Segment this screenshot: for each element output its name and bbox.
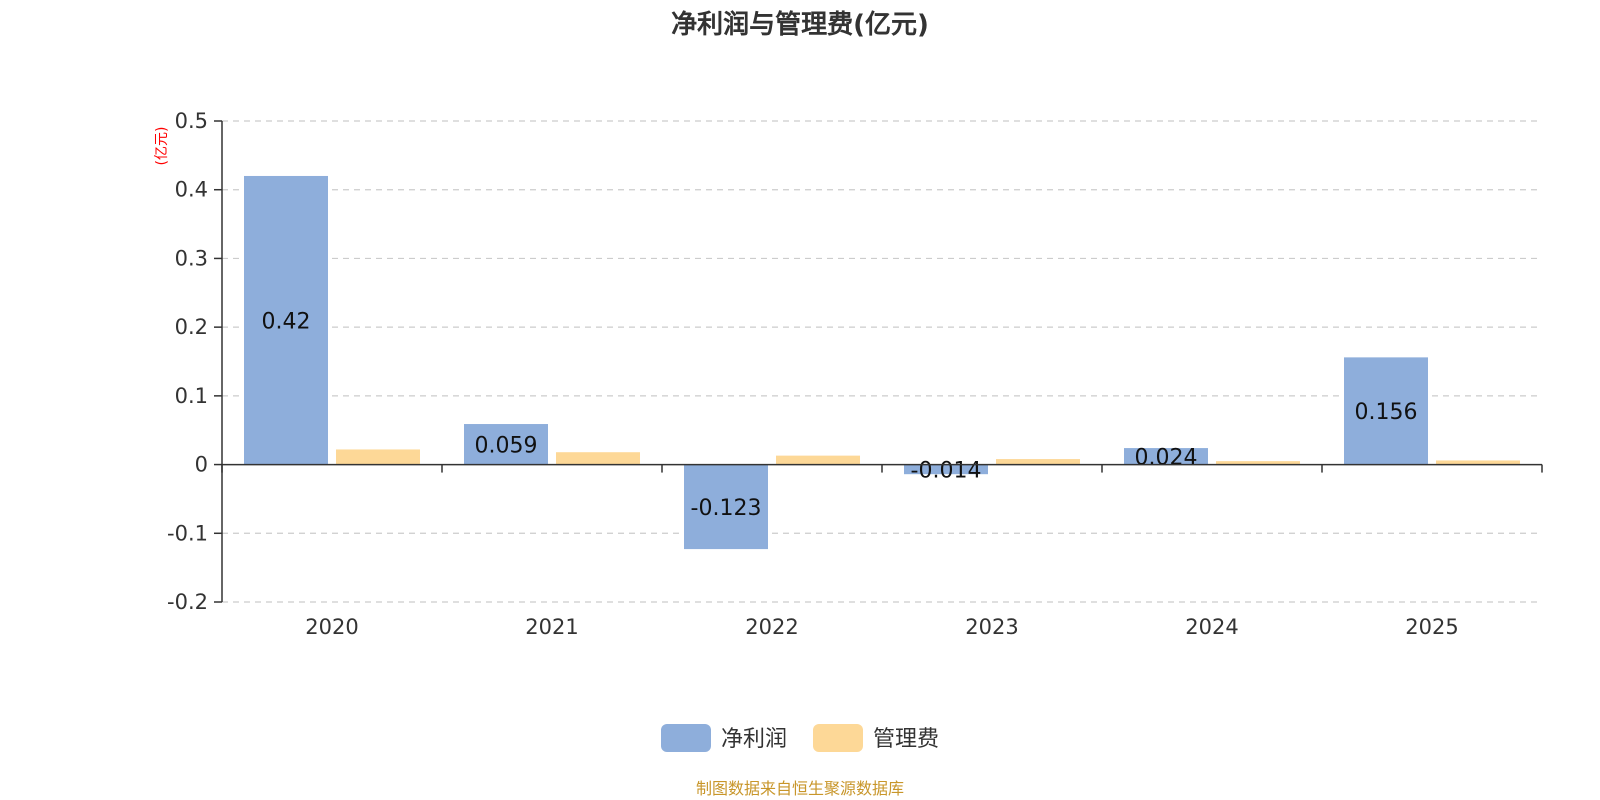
bar-admin-expense[interactable] <box>1216 461 1300 465</box>
x-tick-label: 2025 <box>1405 615 1458 639</box>
legend-swatch[interactable] <box>661 724 711 752</box>
x-tick-label: 2020 <box>305 615 358 639</box>
y-tick-label: 0.5 <box>175 109 208 133</box>
y-tick-label: -0.1 <box>167 521 208 545</box>
y-tick-label: 0 <box>195 453 208 477</box>
bar-net-profit[interactable] <box>1344 357 1428 465</box>
y-axis-ticks: -0.2 -0.1 0 0.1 0.2 0.3 0.4 0.5 <box>167 109 222 614</box>
legend-label[interactable]: 净利润 <box>721 727 787 752</box>
y-tick-label: 0.4 <box>175 178 208 202</box>
data-label: -0.123 <box>691 496 762 521</box>
data-label: 0.42 <box>262 309 311 334</box>
bar-net-profit[interactable] <box>464 424 548 465</box>
y-tick-label: 0.1 <box>175 384 208 408</box>
bar-admin-expense[interactable] <box>996 459 1080 465</box>
y-tick-label: 0.2 <box>175 315 208 339</box>
axes <box>221 121 1542 602</box>
data-label: 0.024 <box>1135 445 1198 470</box>
bar-admin-expense[interactable] <box>1436 460 1520 465</box>
gridlines <box>222 120 1542 603</box>
bar-admin-expense[interactable] <box>776 455 860 465</box>
chart-title: 净利润与管理费(亿元) <box>671 9 929 40</box>
source-note: 制图数据来自恒生聚源数据库 <box>696 779 904 798</box>
x-axis-ticks: 2020 2021 2022 2023 2024 2025 <box>221 464 1543 639</box>
x-tick-label: 2021 <box>525 615 578 639</box>
data-labels: 0.42 0.059 -0.123 -0.014 0.024 0.156 <box>262 309 1418 521</box>
legend-swatch[interactable] <box>813 724 863 752</box>
y-tick-label: 0.3 <box>175 246 208 270</box>
data-label: 0.059 <box>475 433 538 458</box>
bar-admin-expense[interactable] <box>336 449 420 465</box>
y-axis-unit-label: (亿元) <box>154 127 170 166</box>
bar-net-profit[interactable] <box>904 464 988 475</box>
data-label: -0.014 <box>911 458 982 483</box>
bars <box>244 175 1520 550</box>
bar-net-profit[interactable] <box>244 175 328 465</box>
legend[interactable]: 净利润 管理费 <box>661 724 939 752</box>
bar-net-profit[interactable] <box>684 464 768 550</box>
bar-admin-expense[interactable] <box>556 452 640 465</box>
data-label: 0.156 <box>1355 400 1418 425</box>
legend-label[interactable]: 管理费 <box>873 727 939 752</box>
y-tick-label: -0.2 <box>167 590 208 614</box>
bar-net-profit[interactable] <box>1124 448 1208 465</box>
x-tick-label: 2022 <box>745 615 798 639</box>
x-tick-label: 2024 <box>1185 615 1238 639</box>
x-tick-label: 2023 <box>965 615 1018 639</box>
